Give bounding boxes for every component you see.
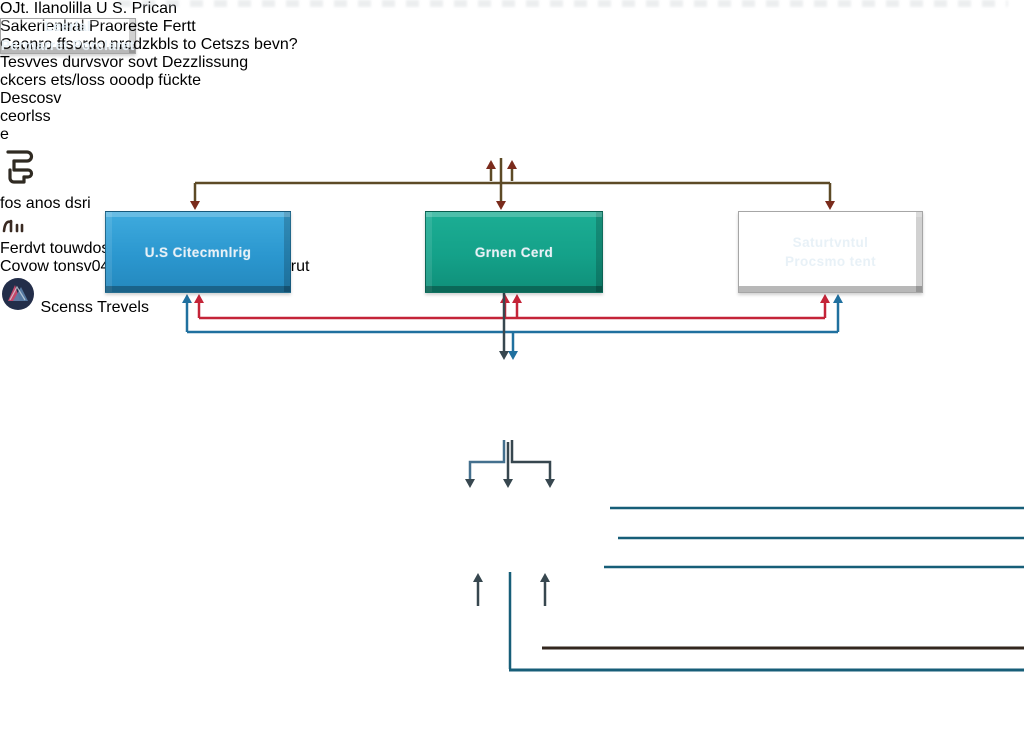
node-presence-test-box: Saturtvntul Procsmo tent	[738, 211, 923, 293]
node-spt-hexagon: Sakerienlral Praoreste Fertt	[0, 18, 1024, 36]
node-citizenship-box: U.S Citecmnlrig	[105, 211, 291, 293]
node-spt-label-line1: Sakerienlral	[0, 18, 85, 35]
mountain-logo-icon	[2, 278, 34, 310]
red-arrowheads	[194, 294, 830, 303]
brown-arrowheads	[190, 160, 835, 210]
node-lpr-label-line1: Leerlal	[44, 19, 91, 34]
annotation-right-1: Ceonro ffsordo nrodzkbls to Cetszs bevn?	[0, 36, 298, 53]
node-green-card-box: Grnen Cerd	[425, 211, 603, 293]
annotation-red-label: fos anos dsri	[0, 195, 91, 212]
node-top-label-line1: OJt. Ilanolilla	[0, 0, 92, 17]
blue-connectors	[185, 299, 840, 353]
node-top-label-line2: U S. Prican	[96, 0, 177, 17]
footer-brand: Scenss Trevels	[0, 276, 1024, 317]
node-top-hexagon: OJt. Ilanolilla U S. Prican	[0, 0, 1024, 18]
node-spt-hexagon-face: Sakerienlral Praoreste Fertt	[0, 18, 1024, 36]
node-presence-label-line2: Procsmo tent	[784, 254, 877, 269]
footer-brand-name: Scenss Trevels	[40, 299, 149, 316]
annotation-right-3: ckcers ets/loss ooodp fückte	[0, 72, 201, 89]
node-lpr-label-line2: Permarret Porclaret	[1, 38, 135, 53]
dark-blue-elbow	[468, 440, 506, 480]
scroll-icon	[6, 150, 34, 184]
annotation-right-2: Tesvves durvsvor sovt Dezzlissung	[0, 54, 249, 71]
dark-arrowheads	[465, 351, 555, 582]
red-connectors	[197, 299, 827, 320]
node-spt-label-line2: Praoreste Fertt	[88, 18, 196, 35]
node-green-card-label: Grnen Cerd	[474, 244, 554, 260]
node-presence-label-line1: Saturtvntul	[792, 235, 869, 250]
annotation-bottom-left-line1: Descosv	[0, 90, 62, 107]
node-lpr-box: Leerlal Permarret Porclaret	[0, 18, 136, 54]
faint-header-smudge	[118, 0, 1008, 7]
annotation-bottom-left: Descosv ceorlss e	[0, 90, 61, 144]
annotation-bottom-left-line2: ceorlss e	[0, 108, 51, 143]
gavel-icon	[2, 219, 24, 233]
node-citizenship-label: U.S Citecmnlrig	[144, 244, 252, 260]
teal-connectors	[508, 506, 1024, 672]
blue-arrowheads	[182, 294, 843, 360]
dark-connectors	[476, 293, 552, 606]
node-top-hexagon-face: OJt. Ilanolilla U S. Prican	[0, 0, 1024, 18]
